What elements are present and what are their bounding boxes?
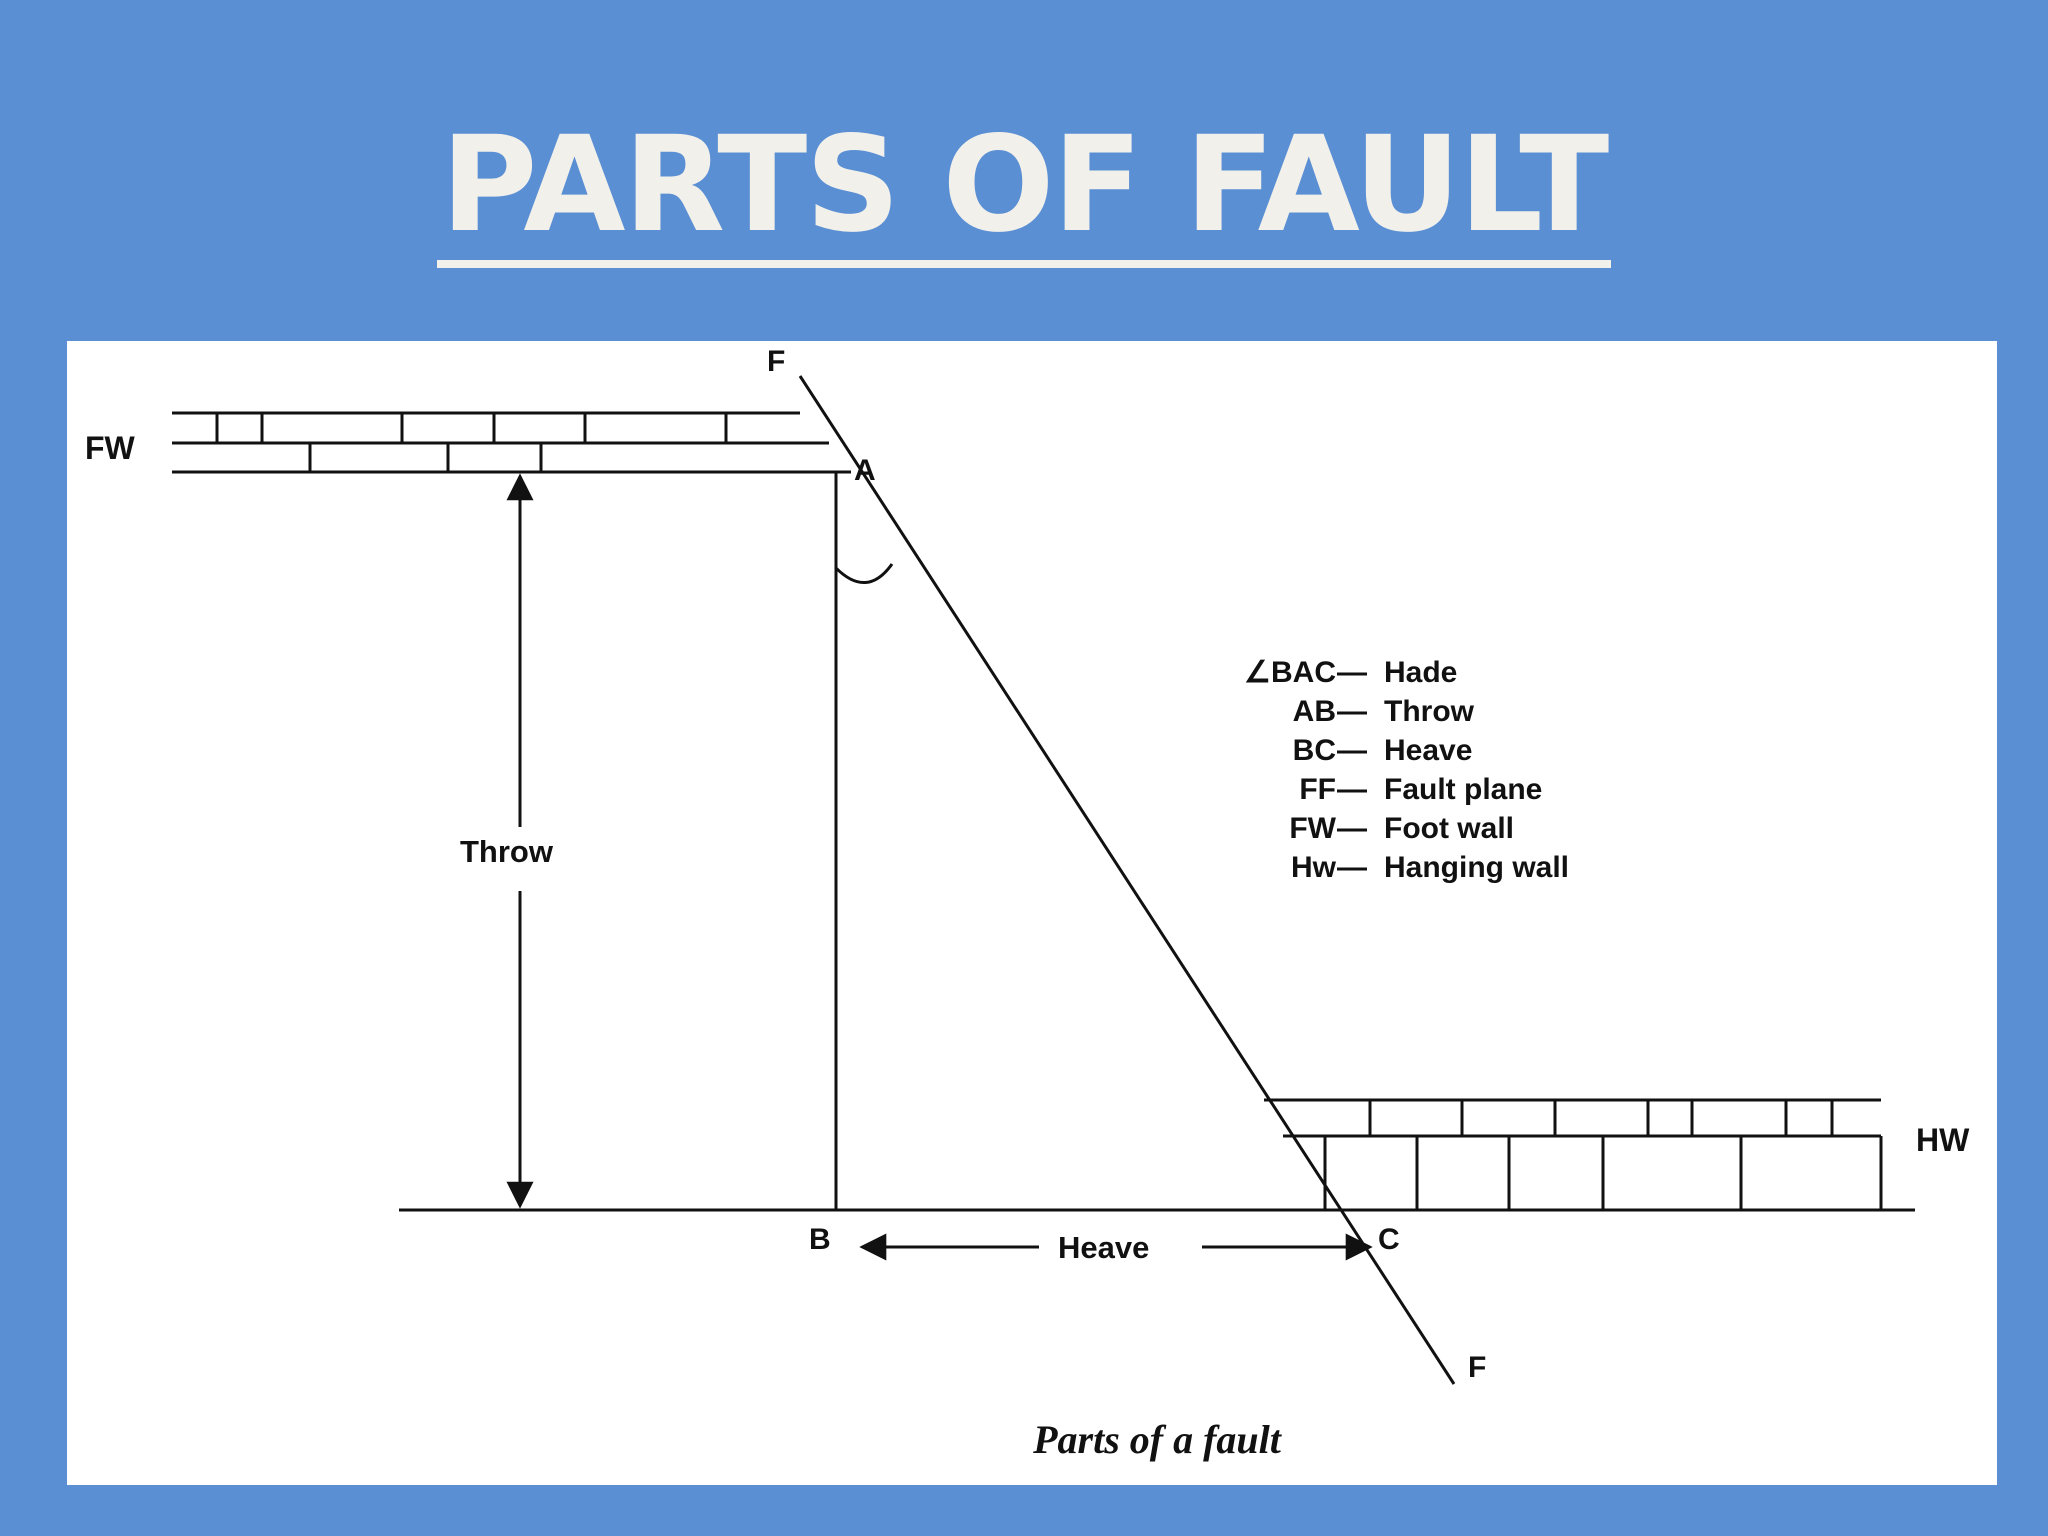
label-a: A [854, 454, 876, 487]
legend-value: Fault plane [1384, 773, 1542, 806]
legend-dash: — [1337, 656, 1367, 689]
label-b: B [809, 1223, 831, 1256]
legend-dash: — [1337, 734, 1367, 767]
label-f-bottom: F [1468, 1351, 1486, 1384]
slide-title-wrap: PARTS OF FAULT [0, 110, 2048, 268]
legend-dash: — [1337, 773, 1367, 806]
label-hw: HW [1916, 1122, 1970, 1158]
legend-dash: — [1337, 695, 1367, 728]
legend-key: FF [1299, 773, 1336, 806]
legend-key: AB [1293, 695, 1336, 728]
legend: ∠BAC — Hade AB — Throw BC — Heave FF — F… [1244, 656, 1569, 884]
legend-key: ∠BAC [1244, 656, 1336, 689]
slide-title: PARTS OF FAULT [436, 110, 1612, 268]
legend-key: BC [1293, 734, 1336, 767]
legend-dash: — [1337, 851, 1367, 884]
fault-plane-line [798, 375, 1456, 1385]
hade-angle-arc [834, 563, 894, 585]
legend-key: FW [1289, 812, 1336, 845]
label-throw: Throw [460, 834, 554, 869]
label-heave: Heave [1058, 1230, 1149, 1265]
legend-value: Hanging wall [1384, 851, 1569, 884]
hanging-wall-block [1264, 1098, 1883, 1210]
legend-value: Throw [1384, 695, 1475, 728]
throw-label-bg [467, 827, 587, 891]
legend-value: Hade [1384, 656, 1457, 689]
figure-caption: Parts of a fault [1032, 1417, 1283, 1462]
label-fw: FW [85, 430, 136, 466]
label-c: C [1378, 1223, 1400, 1256]
legend-value: Heave [1384, 734, 1472, 767]
diagram-panel: F FW A Throw B Heave C HW F ∠BAC — Hade … [67, 341, 1997, 1485]
fault-diagram: F FW A Throw B Heave C HW F ∠BAC — Hade … [85, 345, 1970, 1462]
foot-wall-block [172, 411, 851, 474]
legend-dash: — [1337, 812, 1367, 845]
label-f-top: F [767, 345, 785, 378]
legend-key: Hw [1291, 851, 1337, 884]
legend-value: Foot wall [1384, 812, 1514, 845]
